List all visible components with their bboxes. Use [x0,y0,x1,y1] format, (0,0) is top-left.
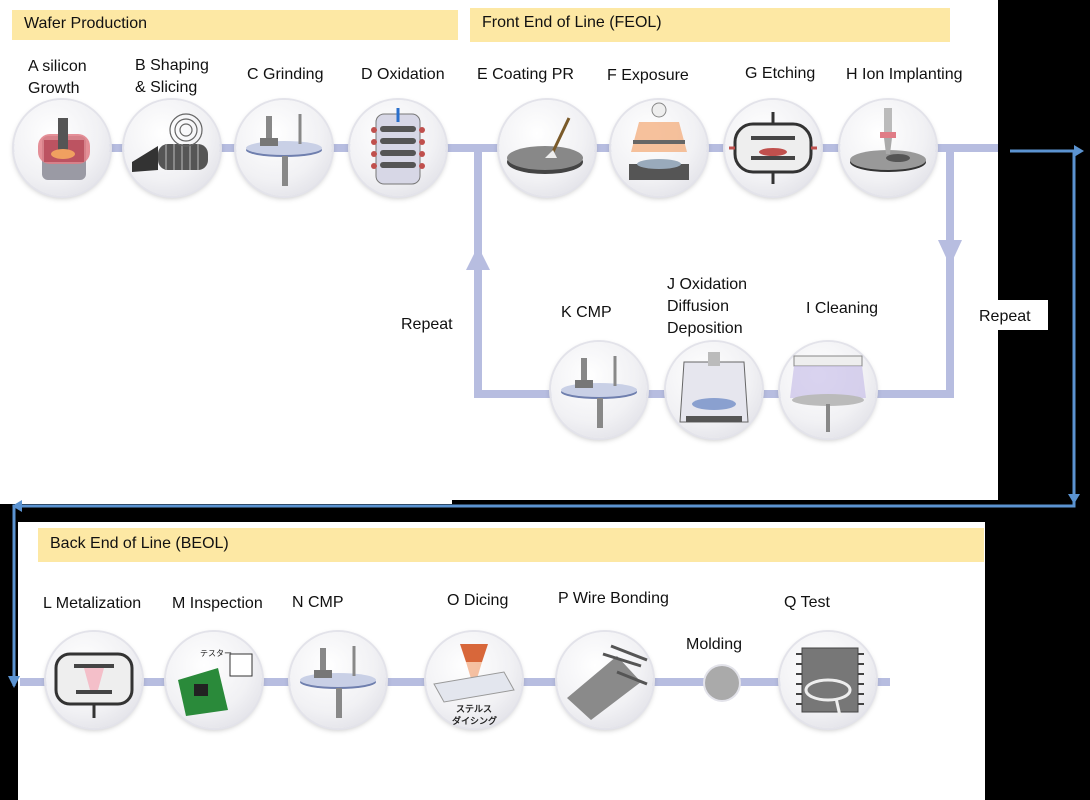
repeat-left-label: Repeat [401,316,453,333]
step-h-label: H Ion Implanting [846,66,963,83]
test-icon [780,632,876,728]
silicon-growth-icon [14,100,110,196]
step-d-label: D Oxidation [361,66,445,83]
shaping-slicing-icon [124,100,220,196]
step-o-label: O Dicing [447,592,509,609]
step-q-label: Q Test [784,594,830,611]
upper-panel-strip [0,480,452,504]
arrowhead-down-left [8,676,20,688]
step-k-label: K CMP [561,304,612,321]
wafer-production-header: Wafer Production [12,10,458,40]
step-l-label: L Metalization [43,595,142,612]
step-p-label: P Wire Bonding [558,590,669,607]
coating-pr-icon [499,100,595,196]
metalization-icon [46,632,142,728]
step-m-label: M Inspection [172,595,263,612]
step-g-label: G Etching [745,65,816,82]
step-n-label: N CMP [292,594,344,611]
feol-header: Front End of Line (FEOL) [470,8,950,42]
repeat-right-label: Repeat [968,300,1048,330]
grinding-icon [236,100,332,196]
molding-label: Molding [686,636,743,653]
step-a-label: A silicon Growth [28,58,87,97]
exposure-icon [611,100,707,196]
left-loop-rail [474,144,482,398]
arrowhead-left [12,500,22,512]
arrowhead-down-right [1068,494,1080,504]
dicing-icon: ステルス ダイシング [426,632,522,728]
step-j-label: J Oxidation Diffusion Deposition [667,276,748,337]
step-c-label: C Grinding [247,66,324,83]
step-b-label: B Shaping & Slicing [135,57,209,96]
wire-bonding-icon [557,632,653,728]
arrowhead-right [1074,145,1084,157]
right-loop-rail [946,144,954,398]
repeat-down-arrow [938,240,962,266]
stealth-text-1: ステルス [456,704,492,715]
oxidation-diffusion-deposition-icon [666,342,762,438]
cmp-beol-icon [290,632,386,728]
feol-to-beol-arrow [12,149,1076,686]
oxidation-furnace-icon [350,100,446,196]
cleaning-icon [780,342,876,438]
tester-text: テスター [200,649,232,658]
repeat-up-arrow [466,246,490,270]
step-e-label: E Coating PR [477,66,574,83]
molding-icon [705,666,739,700]
cmp-icon [551,342,647,438]
step-f-label: F Exposure [607,67,689,84]
stealth-text-2: ダイシング [452,715,497,727]
inspection-icon: テスター [166,632,262,728]
step-i-label: I Cleaning [806,300,879,317]
ion-implanting-icon [840,100,936,196]
etching-icon [725,100,821,196]
beol-header: Back End of Line (BEOL) [38,528,984,562]
